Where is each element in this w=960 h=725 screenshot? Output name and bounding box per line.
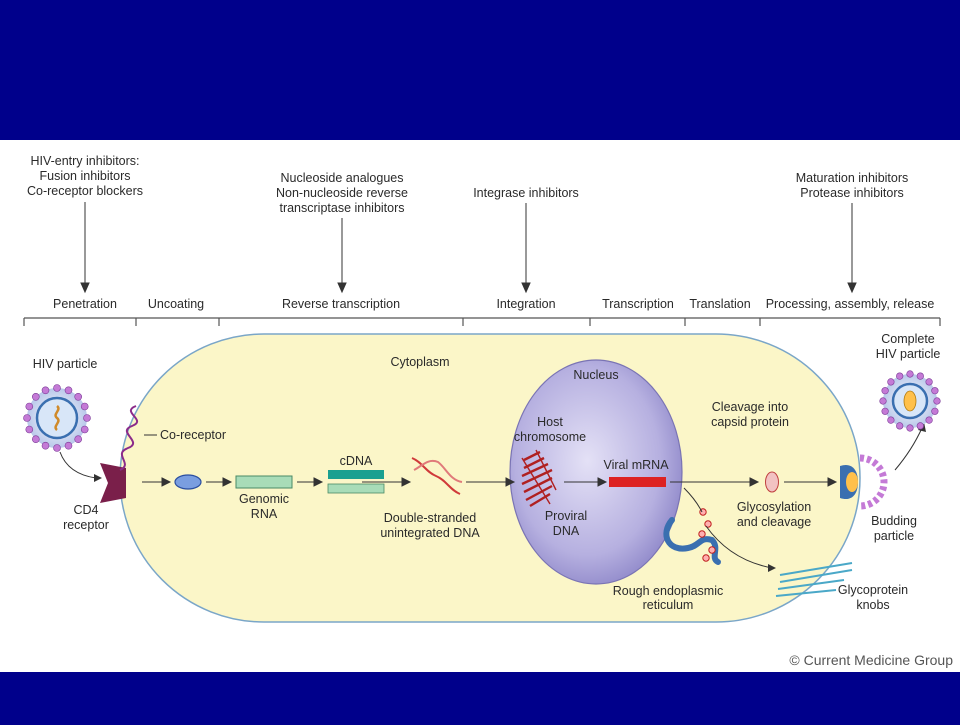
- entry-curve-arrow: [59, 451, 97, 479]
- proviral-dna-label-line-2: DNA: [553, 524, 580, 538]
- genomic-rna-label-line-2: RNA: [251, 507, 278, 521]
- rough-er-icon: [663, 508, 721, 565]
- entry-inhibitors-line-3: Co-receptor blockers: [27, 184, 143, 198]
- rt-inhibitors-line-1: Nucleoside analogues: [280, 171, 403, 185]
- rt-inhibitors-line-3: transcriptase inhibitors: [279, 201, 404, 215]
- glycosylation-label-line-2: and cleavage: [737, 515, 811, 529]
- stage-processing: Processing, assembly, release: [766, 297, 935, 311]
- flow-arrowhead: [161, 477, 172, 487]
- rough-er-label-line-1: Rough endoplasmic: [613, 584, 724, 598]
- rough-er-label-line-2: reticulum: [643, 598, 694, 612]
- host-chromosome-icon: [521, 449, 557, 508]
- genomic-rna-label-line-1: Genomic: [239, 492, 289, 506]
- dsdna-label-line-2: unintegrated DNA: [380, 526, 480, 540]
- budding-label-line-1: Budding: [871, 514, 917, 528]
- stage-transcription: Transcription: [602, 297, 674, 311]
- maturation-inhibitors-label: Maturation inhibitors Protease inhibitor…: [796, 171, 909, 200]
- host-chromosome-label-line-1: Host: [537, 415, 563, 429]
- proviral-dna-label-line-1: Proviral: [545, 509, 587, 523]
- release-arrow: [894, 427, 923, 471]
- viral-mrna-label: Viral mRNA: [603, 458, 669, 472]
- budding-label-line-2: particle: [874, 529, 914, 543]
- cdna-template-icon: [327, 483, 385, 494]
- flow-arrowhead: [505, 477, 516, 487]
- flow-arrows: [142, 477, 838, 487]
- glycosylation-label-line-1: Glycosylation: [737, 500, 811, 514]
- glycoprotein-label-line-2: knobs: [856, 598, 889, 612]
- cd4-label-line-1: CD4: [73, 503, 98, 517]
- co-receptor-icon: [119, 405, 139, 471]
- stage-penetration: Penetration: [53, 297, 117, 311]
- entry-curve-arrowhead: [94, 474, 102, 482]
- er-arrow: [683, 487, 703, 513]
- hiv-particle-rna: [54, 405, 60, 431]
- complete-hiv-particle-icon: [879, 370, 941, 432]
- hiv-particle-icon: [23, 384, 91, 452]
- stage-translation: Translation: [689, 297, 750, 311]
- host-chromosome-label-line-2: chromosome: [514, 430, 586, 444]
- dsdna-label-line-1: Double-stranded: [384, 511, 476, 525]
- flow-arrowhead: [597, 477, 608, 487]
- capsid-protein-icon: [765, 471, 779, 493]
- glycoprotein-arrow: [705, 525, 773, 569]
- entry-inhibitors-label: HIV-entry inhibitors: Fusion inhibitors …: [27, 154, 143, 198]
- flow-arrowhead: [749, 477, 760, 487]
- cytoplasm: [119, 333, 861, 623]
- integrase-inhibitor-arrowhead: [521, 282, 531, 294]
- cleavage-label-line-2: capsid protein: [711, 415, 789, 429]
- cd4-receptor-icon: [100, 463, 126, 503]
- flow-arrowhead: [827, 477, 838, 487]
- co-receptor-label: Co-receptor: [160, 428, 226, 442]
- maturation-inhibitors-line-2: Protease inhibitors: [800, 186, 904, 200]
- hiv-particle-label: HIV particle: [33, 357, 98, 371]
- complete-hiv-label-line-2: HIV particle: [876, 347, 941, 361]
- budding-particle-icon: [840, 454, 888, 510]
- stage-reverse-transcription: Reverse transcription: [282, 297, 400, 311]
- glycoprotein-label-line-1: Glycoprotein: [838, 583, 908, 597]
- entry-inhibitor-arrowhead: [80, 282, 90, 294]
- nucleus-label: Nucleus: [573, 368, 618, 382]
- cdna-label: cDNA: [340, 454, 373, 468]
- hiv-particle-knobs: [23, 384, 91, 452]
- entry-inhibitors-line-1: HIV-entry inhibitors:: [30, 154, 139, 168]
- flow-arrowhead: [401, 477, 412, 487]
- stage-integration: Integration: [496, 297, 555, 311]
- complete-hiv-label-line-1: Complete: [881, 332, 935, 346]
- stage-uncoating: Uncoating: [148, 297, 204, 311]
- genomic-rna-icon: [235, 475, 293, 489]
- uncoated-core-icon: [174, 474, 202, 490]
- stage-timeline: [23, 317, 941, 326]
- integrase-inhibitors-label: Integrase inhibitors: [473, 186, 579, 200]
- rt-inhibitors-line-2: Non-nucleoside reverse: [276, 186, 408, 200]
- flow-arrowhead: [222, 477, 233, 487]
- stage-labels: Penetration Uncoating Reverse transcript…: [53, 297, 934, 311]
- maturation-inhibitors-line-1: Maturation inhibitors: [796, 171, 909, 185]
- glycoprotein-knobs-icon: [775, 562, 853, 597]
- glycoprotein-arrowhead: [768, 564, 776, 572]
- cleavage-label-line-1: Cleavage into: [712, 400, 788, 414]
- entry-inhibitors-line-2: Fusion inhibitors: [39, 169, 130, 183]
- copyright-text: © Current Medicine Group: [789, 652, 953, 668]
- cdna-strand-icon: [328, 470, 384, 479]
- dsdna-helix-icon: [411, 457, 463, 495]
- rt-inhibitor-arrowhead: [337, 282, 347, 294]
- flow-arrowhead: [313, 477, 324, 487]
- rt-inhibitors-label: Nucleoside analogues Non-nucleoside reve…: [276, 171, 408, 215]
- cd4-label-line-2: receptor: [63, 518, 109, 532]
- viral-mrna-icon: [609, 477, 666, 487]
- cytoplasm-label: Cytoplasm: [390, 355, 449, 369]
- maturation-inhibitor-arrowhead: [847, 282, 857, 294]
- nucleus: [509, 359, 683, 585]
